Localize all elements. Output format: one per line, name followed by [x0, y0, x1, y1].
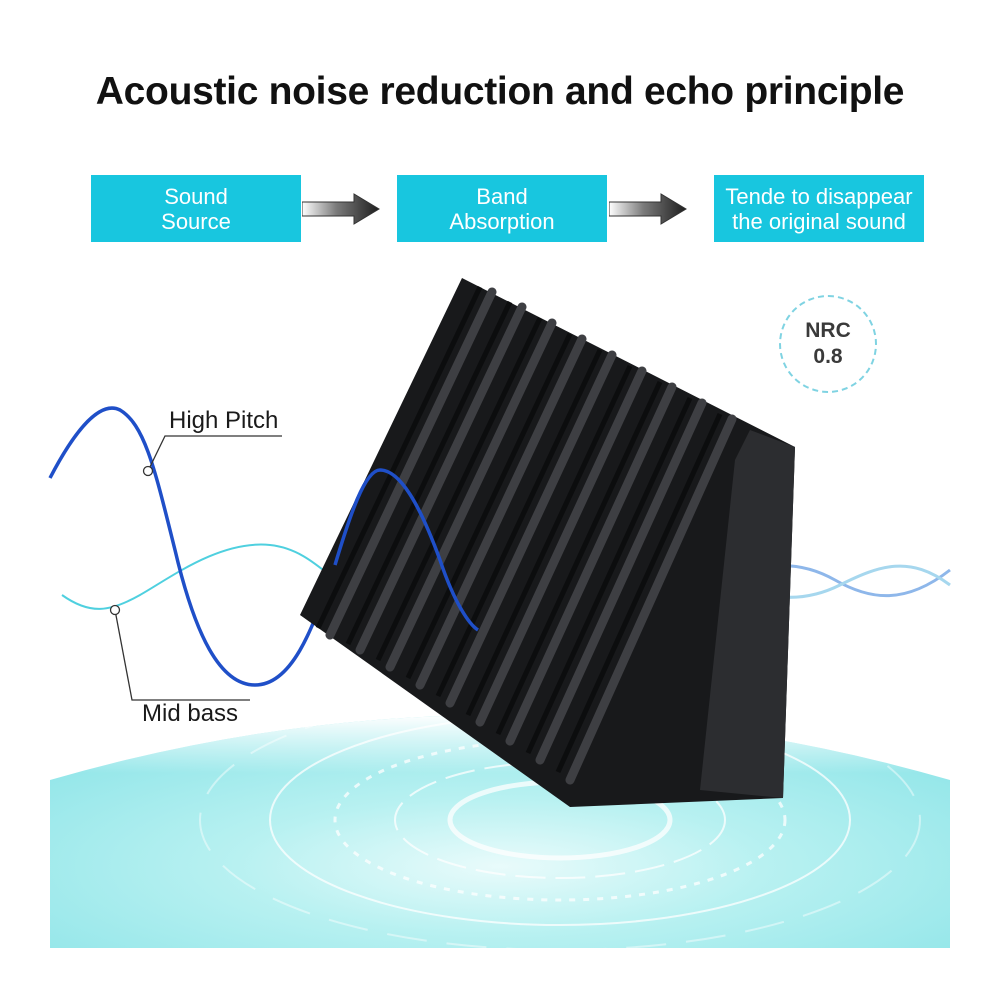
mid-bass-label: Mid bass	[142, 700, 239, 727]
nrc-label: NRC	[805, 319, 851, 342]
step-label-line1: Sound	[164, 183, 228, 209]
high-pitch-label: High Pitch	[169, 407, 279, 434]
step-label-line1: Tende to disappear	[725, 183, 913, 209]
page-title: Acoustic noise reduction and echo princi…	[95, 70, 905, 113]
high-pitch-wave-front	[333, 468, 480, 632]
acoustic-foam-panel-image	[300, 278, 795, 807]
high-pitch-marker	[142, 465, 154, 477]
label-leader-lines	[114, 435, 282, 701]
right-arrow-icon	[302, 193, 380, 225]
step-label-line2: Source	[161, 208, 231, 234]
right-arrow-icon	[609, 193, 687, 225]
step-label-line1: Band	[476, 183, 528, 209]
nrc-badge: NRC 0.8	[779, 295, 877, 393]
nrc-value: 0.8	[813, 345, 843, 368]
step-label-line2: Absorption	[449, 208, 555, 234]
step-label-line2: the original sound	[732, 208, 906, 234]
mid-bass-marker	[109, 604, 121, 616]
